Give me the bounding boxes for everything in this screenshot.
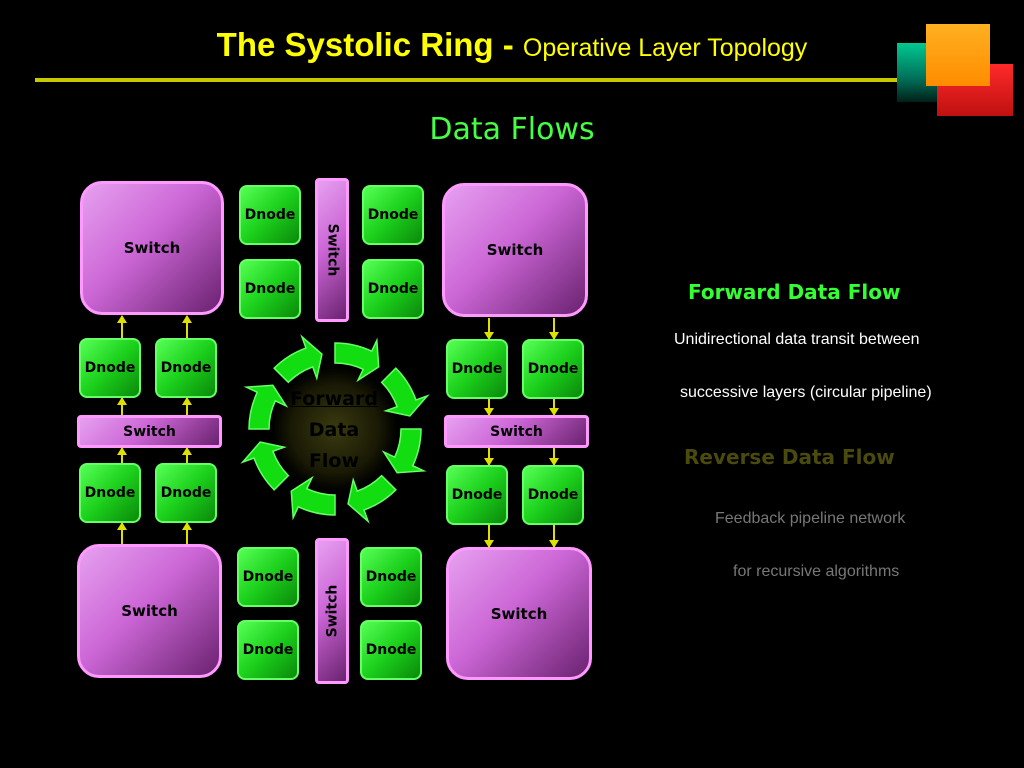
switch-horizontal-right: Switch <box>444 415 589 448</box>
connector-arrow <box>182 397 192 415</box>
switch-vertical-bottom: Switch <box>315 538 349 684</box>
connector-arrow <box>484 318 494 340</box>
switch-label: Switch <box>324 223 340 277</box>
switch-label: Switch <box>123 423 176 440</box>
connector-arrow <box>182 522 192 544</box>
dnode-label: Dnode <box>242 569 294 585</box>
dnode: Dnode <box>522 339 584 399</box>
switch-label: Switch <box>121 602 178 620</box>
connector-arrow <box>549 399 559 416</box>
dnode-label: Dnode <box>244 207 296 223</box>
dnode-label: Dnode <box>244 281 296 297</box>
curved-arrow-icon <box>347 474 397 524</box>
curved-arrow-icon <box>273 334 323 384</box>
dnode-label: Dnode <box>160 360 212 376</box>
forward-flow-text-2: successive layers (circular pipeline) <box>680 384 932 401</box>
dnode-label: Dnode <box>242 642 294 658</box>
switch-label: Switch <box>486 241 544 259</box>
dnode: Dnode <box>79 338 141 398</box>
ring-label-line-3: Flow <box>308 450 360 472</box>
switch-horizontal-left: Switch <box>77 415 222 448</box>
reverse-flow-text-1: Feedback pipeline network <box>715 510 906 527</box>
dnode-label: Dnode <box>160 485 212 501</box>
dnode: Dnode <box>446 465 508 525</box>
curved-arrow-icon <box>380 367 430 417</box>
connector-arrow <box>182 315 192 338</box>
connector-arrow <box>549 448 559 466</box>
connector-arrow <box>549 525 559 548</box>
switch-vertical-top: Switch <box>315 178 349 322</box>
dnode-label: Dnode <box>451 361 503 377</box>
connector-arrow <box>549 318 559 340</box>
title-sub: Operative Layer Topology <box>522 34 808 62</box>
curved-arrow-icon <box>381 428 427 474</box>
dnode: Dnode <box>79 463 141 523</box>
dnode-label: Dnode <box>367 281 419 297</box>
dnode-label: Dnode <box>84 485 136 501</box>
dnode-label: Dnode <box>84 360 136 376</box>
connector-arrow <box>484 399 494 416</box>
switch-bottom-right: Switch <box>446 547 592 680</box>
ring-label: Forward Data Flow <box>282 384 386 477</box>
curved-arrow-icon <box>290 475 336 521</box>
dnode: Dnode <box>155 338 217 398</box>
switch-label: Switch <box>123 239 181 257</box>
subtitle-data-flows: Data Flows <box>429 112 595 147</box>
dnode: Dnode <box>239 259 301 319</box>
connector-arrow <box>484 448 494 466</box>
switch-top-right: Switch <box>442 183 588 317</box>
connector-arrow <box>117 315 127 338</box>
dnode: Dnode <box>237 547 299 607</box>
curved-arrow-icon <box>334 337 380 383</box>
dnode: Dnode <box>239 185 301 245</box>
switch-top-left: Switch <box>80 181 224 315</box>
connector-arrow <box>484 525 494 548</box>
title-main: The Systolic Ring - <box>216 26 523 63</box>
dnode: Dnode <box>446 339 508 399</box>
connector-arrow <box>117 522 127 544</box>
dnode: Dnode <box>362 259 424 319</box>
ring-label-line-1: Forward <box>290 388 378 410</box>
switch-label: Switch <box>490 604 548 623</box>
connector-arrow <box>117 397 127 415</box>
switch-label: Switch <box>324 584 340 638</box>
dnode: Dnode <box>237 620 299 680</box>
decor-orange-square <box>926 24 990 86</box>
connector-arrow <box>117 447 127 463</box>
switch-bottom-left: Switch <box>77 544 222 678</box>
dnode-label: Dnode <box>527 361 579 377</box>
dnode-label: Dnode <box>365 642 417 658</box>
dnode: Dnode <box>522 465 584 525</box>
forward-flow-text-1: Unidirectional data transit between <box>674 331 920 348</box>
ring-center <box>273 367 397 491</box>
forward-flow-heading: Forward Data Flow <box>688 280 901 304</box>
dnode: Dnode <box>155 463 217 523</box>
connector-arrow <box>182 447 192 463</box>
curved-arrow-icon <box>243 384 289 430</box>
curved-arrow-icon <box>240 441 290 491</box>
dnode: Dnode <box>360 620 422 680</box>
dnode-label: Dnode <box>367 207 419 223</box>
circular-flow-arrows-icon <box>240 334 430 524</box>
dnode-label: Dnode <box>365 569 417 585</box>
switch-label: Switch <box>490 423 543 440</box>
slide-title: The Systolic Ring - Operative Layer Topo… <box>0 26 1024 64</box>
reverse-flow-heading: Reverse Data Flow <box>684 445 895 469</box>
dnode: Dnode <box>360 547 422 607</box>
dnode-label: Dnode <box>527 487 579 503</box>
dnode: Dnode <box>362 185 424 245</box>
ring-label-line-2: Data <box>308 419 360 441</box>
reverse-flow-text-2: for recursive algorithms <box>733 563 900 580</box>
dnode-label: Dnode <box>451 487 503 503</box>
title-underline <box>35 78 990 82</box>
